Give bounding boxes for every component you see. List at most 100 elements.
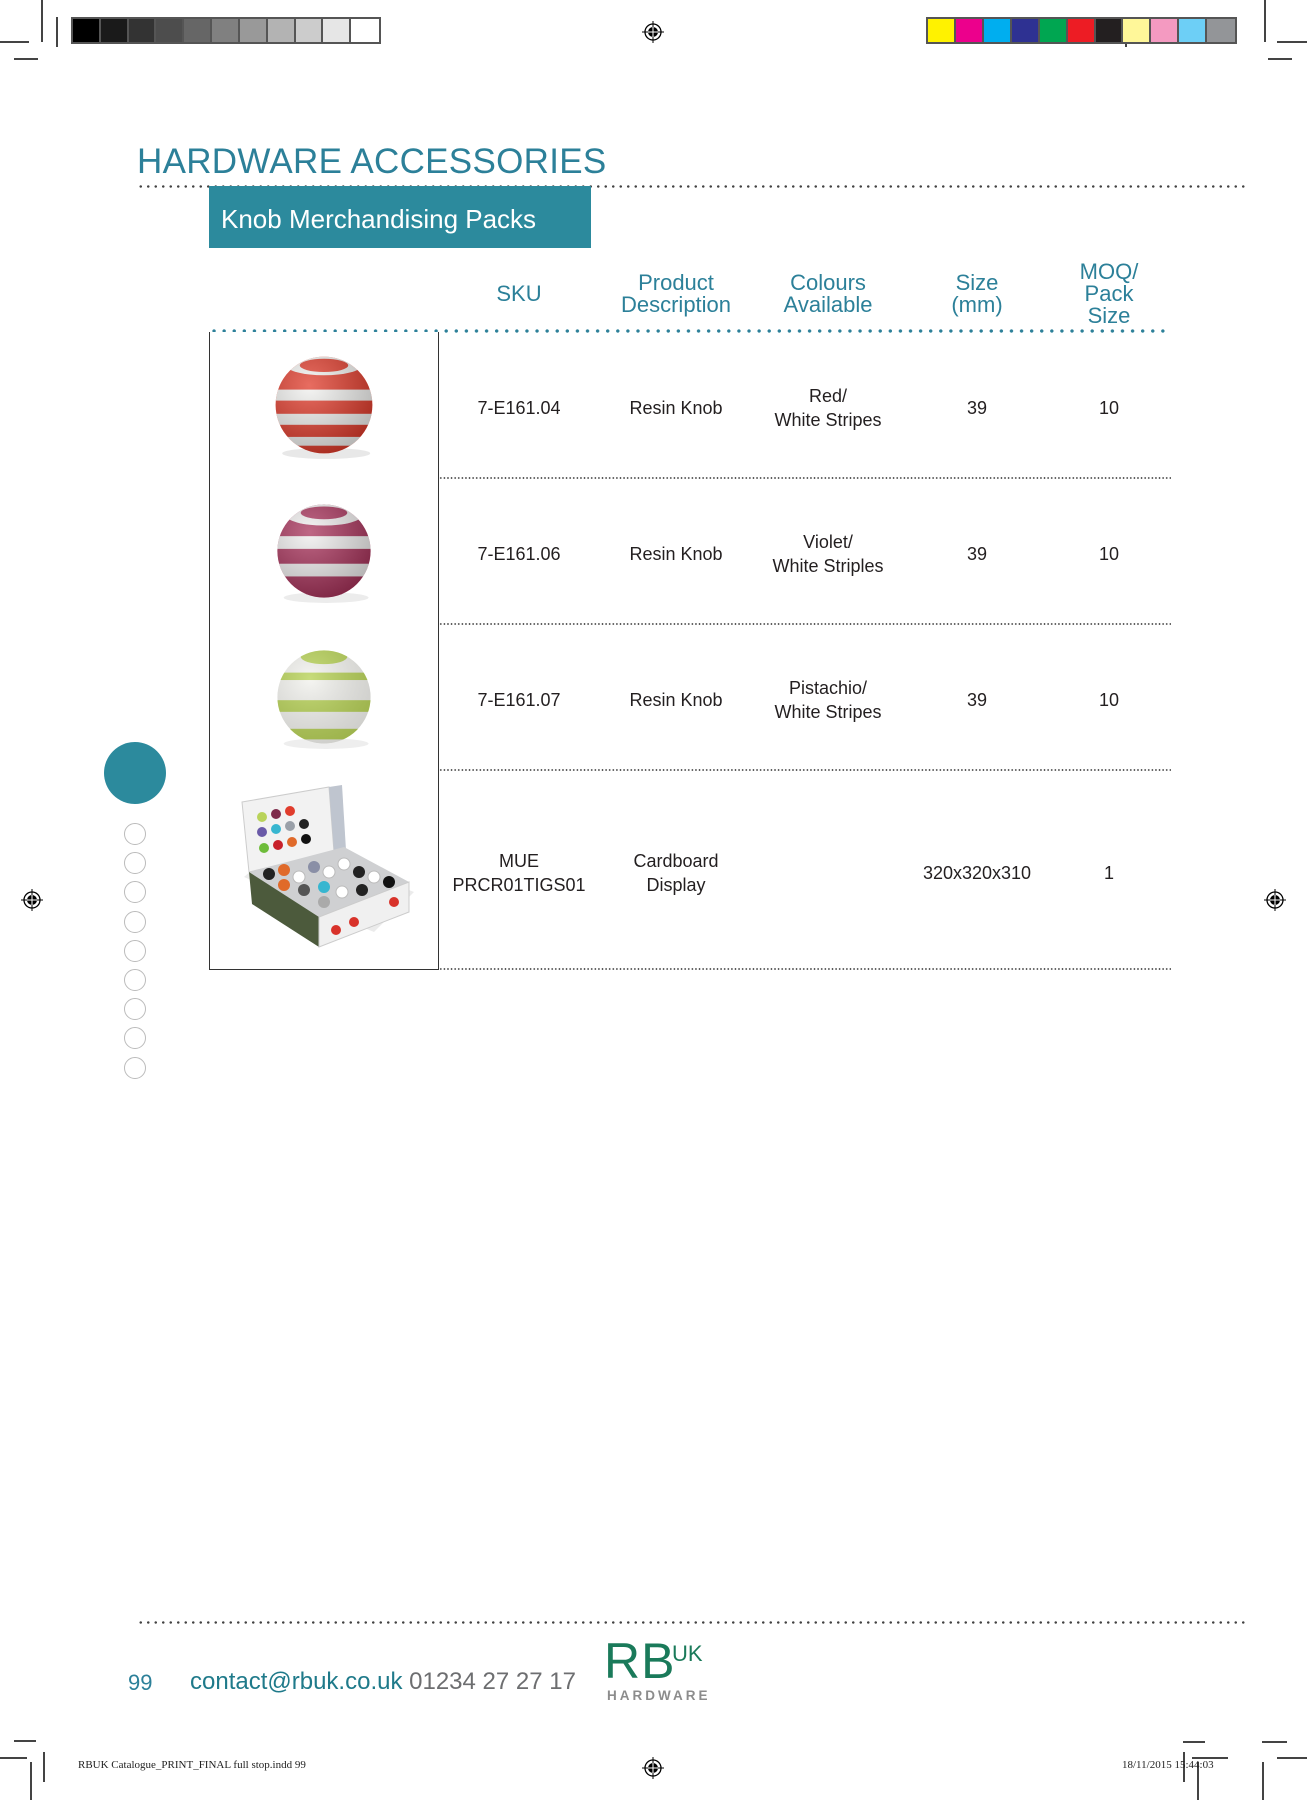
cell-size: 320x320x310 bbox=[922, 863, 1032, 883]
column-header-description: Product Description bbox=[620, 270, 732, 317]
color-swatch bbox=[239, 19, 268, 42]
color-swatch bbox=[156, 19, 185, 42]
color-swatch bbox=[983, 19, 1012, 42]
crop-mark bbox=[0, 41, 29, 43]
crop-mark bbox=[30, 1762, 32, 1800]
color-swatch bbox=[1123, 19, 1152, 42]
heading-divider bbox=[137, 185, 1247, 188]
subsection-banner: Knob Merchandising Packs bbox=[209, 186, 591, 248]
cell-size: 39 bbox=[966, 398, 988, 418]
crop-mark bbox=[1277, 41, 1307, 43]
column-header-size: Size (mm) bbox=[951, 270, 1003, 317]
crop-mark bbox=[56, 17, 58, 47]
section-indicator[interactable] bbox=[124, 939, 146, 962]
color-swatch bbox=[1095, 19, 1124, 42]
product-image-cell bbox=[209, 478, 439, 625]
cell-sku: MUE PRCR01TIGS01 bbox=[452, 851, 586, 895]
violet-striped-knob-image bbox=[277, 504, 371, 603]
row-divider bbox=[439, 477, 1171, 479]
cell-size: 39 bbox=[966, 544, 988, 564]
cell-description: Resin Knob bbox=[629, 544, 723, 564]
contact-email[interactable]: contact@rbuk.co.uk bbox=[190, 1668, 403, 1695]
cell-moq: 10 bbox=[1098, 690, 1120, 710]
pistachio-striped-knob-image bbox=[277, 650, 371, 749]
crop-mark bbox=[1183, 1752, 1185, 1782]
cell-moq: 10 bbox=[1098, 544, 1120, 564]
section-indicator[interactable] bbox=[124, 823, 146, 845]
crop-mark bbox=[41, 0, 43, 42]
crop-mark bbox=[14, 1740, 36, 1742]
row-divider bbox=[439, 769, 1171, 771]
crop-mark bbox=[1262, 1762, 1264, 1800]
cell-moq: 1 bbox=[1103, 863, 1115, 883]
column-header-moq: MOQ/ Pack Size bbox=[1079, 259, 1139, 328]
cell-colours: Pistachio/ White Stripes bbox=[774, 678, 882, 722]
table-header-divider bbox=[209, 329, 1171, 333]
cell-colours: Violet/ White Striples bbox=[772, 532, 884, 576]
color-swatch bbox=[184, 19, 213, 42]
cell-size: 39 bbox=[966, 690, 988, 710]
section-indicator[interactable] bbox=[124, 998, 146, 1021]
column-header-colours: Colours Available bbox=[783, 270, 873, 317]
color-swatch bbox=[955, 19, 984, 42]
crop-mark bbox=[14, 58, 38, 60]
column-header-sku: SKU bbox=[496, 281, 542, 306]
crop-mark bbox=[0, 1757, 27, 1759]
section-indicator[interactable] bbox=[124, 881, 146, 904]
cell-moq: 10 bbox=[1098, 398, 1120, 418]
crop-mark bbox=[1183, 1741, 1205, 1743]
logo-rb: RB bbox=[604, 1633, 676, 1689]
product-image-cell bbox=[209, 624, 439, 771]
crop-mark bbox=[1262, 1741, 1287, 1743]
color-swatch bbox=[73, 19, 101, 42]
color-swatch bbox=[100, 19, 129, 42]
grayscale-calibration-bar bbox=[71, 17, 381, 44]
cell-sku: 7-E161.07 bbox=[477, 690, 561, 710]
color-swatch bbox=[1011, 19, 1040, 42]
color-swatch bbox=[295, 19, 324, 42]
section-indicator[interactable] bbox=[124, 1027, 146, 1050]
section-indicator[interactable] bbox=[124, 1056, 146, 1079]
color-swatch bbox=[351, 19, 380, 42]
cell-colours: Red/ White Stripes bbox=[774, 386, 882, 430]
color-swatch bbox=[928, 19, 956, 42]
cell-description: Resin Knob bbox=[629, 690, 723, 710]
crop-mark bbox=[1192, 1757, 1228, 1759]
cardboard-display-image bbox=[241, 785, 414, 948]
contact-line: contact@rbuk.co.uk 01234 27 27 17 bbox=[190, 1668, 576, 1696]
section-indicator[interactable] bbox=[124, 969, 146, 991]
slug-datetime: 18/11/2015 15:44:03 bbox=[1122, 1759, 1214, 1771]
contact-phone: 01234 27 27 17 bbox=[409, 1668, 576, 1695]
color-swatch bbox=[1207, 19, 1236, 42]
section-indicator[interactable] bbox=[124, 852, 146, 875]
color-swatch bbox=[1179, 19, 1208, 42]
crop-mark bbox=[1277, 1757, 1307, 1759]
color-swatch bbox=[1067, 19, 1096, 42]
registration-mark-icon bbox=[642, 1757, 664, 1779]
section-indicator-active[interactable] bbox=[104, 742, 166, 804]
cell-sku: 7-E161.04 bbox=[477, 398, 561, 418]
footer-divider bbox=[137, 1621, 1247, 1624]
cell-description: Cardboard Display bbox=[633, 851, 719, 895]
color-swatch bbox=[128, 19, 157, 42]
crop-mark bbox=[43, 1752, 45, 1782]
crop-mark bbox=[1268, 58, 1292, 60]
crop-mark bbox=[1197, 1762, 1199, 1800]
color-swatch bbox=[212, 19, 240, 42]
registration-mark-icon bbox=[642, 21, 664, 43]
crop-mark bbox=[1264, 0, 1266, 42]
color-swatch bbox=[267, 19, 296, 42]
registration-mark-icon bbox=[21, 889, 43, 911]
row-divider bbox=[439, 968, 1171, 970]
color-swatch bbox=[1039, 19, 1068, 42]
slug-filename: RBUK Catalogue_PRINT_FINAL full stop.ind… bbox=[78, 1759, 306, 1771]
section-title: HARDWARE ACCESSORIES bbox=[137, 142, 607, 181]
product-image-cell bbox=[209, 770, 439, 970]
logo-uk: UK bbox=[672, 1641, 703, 1666]
cell-sku: 7-E161.06 bbox=[477, 544, 561, 564]
red-striped-knob-image bbox=[275, 356, 373, 459]
cell-description: Resin Knob bbox=[629, 398, 723, 418]
page-number: 99 bbox=[128, 1670, 153, 1695]
section-indicator[interactable] bbox=[124, 910, 146, 933]
color-calibration-bar bbox=[926, 17, 1237, 44]
